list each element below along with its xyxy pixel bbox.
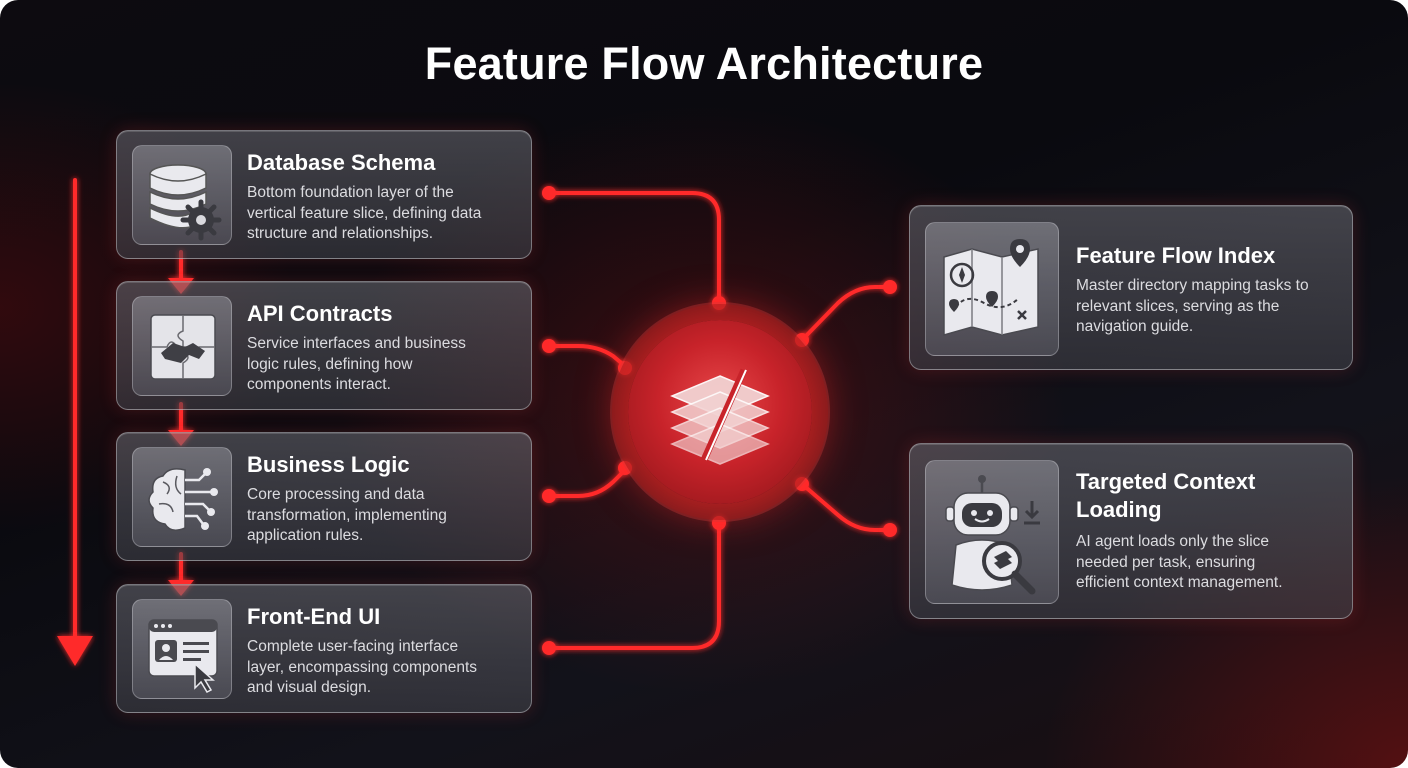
dot-database-start — [542, 186, 556, 200]
icon-tile — [132, 145, 232, 245]
dot-api-start — [542, 339, 556, 353]
diagram-title: Feature Flow Architecture — [424, 38, 984, 89]
wire-targeted-context — [800, 482, 892, 532]
layer-card-business-logic: Business Logic Core processing and data … — [116, 432, 532, 561]
map-pins-icon — [943, 239, 1039, 336]
icon-tile — [925, 460, 1059, 604]
dot-api-end — [618, 361, 632, 375]
icon-tile — [925, 222, 1059, 356]
card-description: AI agent loads only the slice needed per… — [1076, 533, 1283, 591]
dot-business-end — [618, 461, 632, 475]
dot-database-end — [712, 296, 726, 310]
dot-business-start — [542, 489, 556, 503]
wire-business-logic — [547, 468, 627, 498]
layer-card-database-schema: Database Schema Bottom foundation layer … — [116, 130, 532, 259]
layer-description: Complete user-facing interface layer, en… — [247, 638, 478, 696]
wire-api-contracts — [547, 344, 627, 368]
browser-cursor-icon — [148, 619, 218, 693]
layer-card-front-end-ui: Front-End UI Complete user-facing interf… — [116, 584, 532, 713]
card-title: Feature Flow Index — [1076, 243, 1276, 268]
card-feature-flow-index: Feature Flow Index Master directory mapp… — [909, 205, 1353, 370]
dot-frontend-end — [712, 516, 726, 530]
wire-front-end-ui — [547, 521, 721, 650]
icon-tile — [132, 296, 232, 396]
layer-description: Core processing and data transformation,… — [247, 486, 447, 544]
card-description: Master directory mapping tasks to releva… — [1076, 277, 1309, 335]
layer-title: Database Schema — [247, 150, 436, 175]
sliced-layers-icon — [670, 368, 770, 465]
database-gear-icon — [149, 164, 222, 241]
dot-context-start — [795, 477, 809, 491]
layer-title: API Contracts — [247, 301, 393, 326]
layer-title: Business Logic — [247, 452, 410, 477]
layer-card-api-contracts: API Contracts Service interfaces and bus… — [116, 281, 532, 410]
wire-feature-flow-index — [800, 285, 892, 342]
puzzle-handshake-icon — [150, 314, 216, 380]
vertical-flow-arrow-head — [57, 636, 93, 666]
icon-tile — [132, 447, 232, 547]
card-targeted-context-loading: Targeted Context Loading AI agent loads … — [909, 443, 1353, 619]
dot-index-start — [795, 333, 809, 347]
robot-magnifier-icon — [945, 475, 1040, 595]
layer-description: Bottom foundation layer of the vertical … — [247, 184, 482, 242]
dot-index-end — [883, 280, 897, 294]
dot-frontend-start — [542, 641, 556, 655]
card-title: Targeted Context Loading — [1076, 469, 1256, 522]
brain-circuit-icon — [148, 468, 218, 531]
dot-context-end — [883, 523, 897, 537]
layer-description: Service interfaces and business logic ru… — [247, 335, 466, 393]
icon-tile — [132, 599, 232, 699]
wire-database-schema — [547, 191, 721, 305]
layer-title: Front-End UI — [247, 604, 381, 629]
central-hub — [628, 320, 812, 504]
